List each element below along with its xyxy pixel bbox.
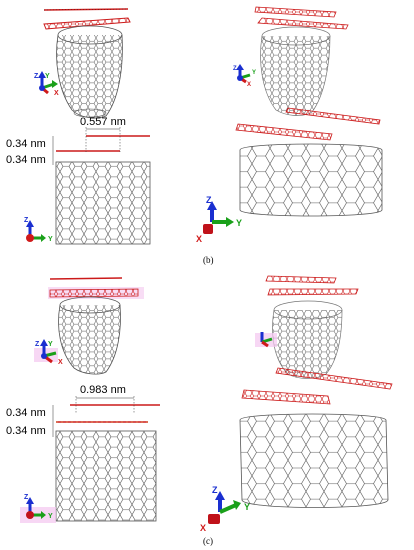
interlayer-label-upper: 0.34 nm	[6, 407, 46, 419]
axis-label-z: Z	[24, 494, 29, 501]
axis-label-y: Y	[244, 502, 250, 512]
axis-label-y: Y	[48, 236, 53, 243]
panel-b-topright-structure	[254, 6, 349, 116]
panel-c-topright-structure	[265, 275, 359, 379]
axis-label-x: X	[58, 359, 63, 366]
panel-c-perspective	[239, 367, 393, 508]
panel-label: (c)	[203, 536, 213, 546]
panel-b-topleft-structure	[43, 8, 131, 119]
axis-label-x: X	[54, 90, 59, 97]
interlayer-label-lower: 0.34 nm	[6, 425, 46, 437]
axis-label-z: Z	[34, 73, 39, 80]
axis-label-z: Z	[24, 217, 29, 224]
axis-label-y: Y	[48, 513, 53, 520]
axis-label-x: X	[247, 82, 251, 88]
axis-triad-b-bottomright	[203, 201, 234, 234]
axis-label-y: Y	[236, 218, 242, 228]
axis-label-y: Y	[48, 341, 53, 348]
panel-b-sideview	[52, 127, 151, 245]
axis-label-z: Z	[212, 485, 218, 495]
axis-triad-c-topright	[255, 332, 277, 348]
panel-label: (b)	[203, 255, 214, 265]
axis-label-z: Z	[35, 341, 40, 348]
axis-label-z: Z	[233, 66, 237, 72]
axis-triad-b-topleft	[38, 71, 58, 95]
axis-label-x: X	[200, 523, 206, 533]
panel-c-topleft-structure	[48, 277, 144, 375]
panel-c-sideview	[52, 396, 160, 522]
axis-label-x: X	[196, 234, 202, 244]
axis-triad-c-topleft	[34, 339, 58, 364]
axis-label-y: Y	[45, 73, 50, 80]
nanotube-perspective	[56, 25, 123, 119]
panel-b-perspective	[235, 107, 383, 217]
axis-label-y: Y	[252, 70, 256, 76]
graphene-layer-upper	[43, 8, 129, 11]
axis-triad-c-bottomleft	[20, 497, 56, 523]
interlayer-label-upper: 0.34 nm	[6, 138, 46, 150]
axis-triad-b-bottomleft	[26, 220, 46, 242]
interlayer-label-lower: 0.34 nm	[6, 154, 46, 166]
distance-label: 0.557 nm	[80, 116, 126, 128]
axis-triad-b-topright	[236, 64, 251, 84]
axis-label-z: Z	[206, 195, 212, 205]
distance-label: 0.983 nm	[80, 384, 126, 396]
axis-triad-c-bottomright	[208, 491, 241, 524]
graphene-layer-lower	[43, 17, 131, 30]
